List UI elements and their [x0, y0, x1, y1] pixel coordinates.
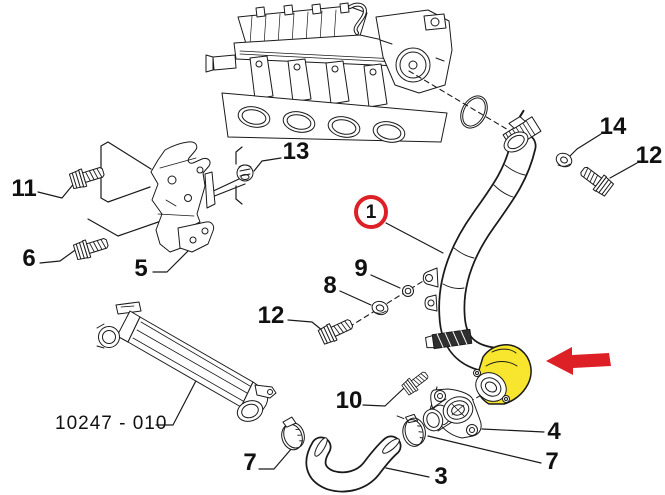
leader-lines: [37, 133, 638, 478]
grommet-13: [236, 164, 254, 182]
intercooler: [96, 301, 277, 422]
clamp-7-left: [281, 416, 305, 451]
red-arrow-icon: [546, 347, 611, 375]
highlighted-elbow-connector: [473, 344, 532, 405]
washer-8: [371, 300, 389, 316]
callout-1-label: 1: [365, 201, 377, 223]
callout-12-upper[interactable]: 12: [635, 142, 663, 169]
engine-illustration: [205, 2, 453, 143]
callout-7-left[interactable]: 7: [243, 449, 257, 476]
callout-10[interactable]: 10: [335, 387, 363, 414]
callout-13[interactable]: 13: [282, 138, 310, 165]
bolt-12-right: [576, 162, 615, 198]
washer-14: [555, 152, 573, 168]
callout-3[interactable]: 3: [434, 463, 448, 490]
hose-3: [305, 435, 402, 493]
nut-9: [402, 285, 414, 297]
hose-clamp-lower: [425, 328, 473, 350]
callout-14[interactable]: 14: [599, 113, 627, 140]
callout-1-circled[interactable]: 1: [354, 195, 388, 229]
mounting-bracket-5: [150, 141, 216, 253]
hose-clamp-top: [502, 109, 542, 153]
callout-11[interactable]: 11: [11, 175, 37, 202]
bolt-12-middle: [317, 314, 356, 346]
charge-air-hose-1: [422, 132, 537, 374]
outlet-flange-4: [422, 388, 482, 439]
bolt-10: [400, 368, 432, 397]
part-code-label: 10247 - 010: [55, 413, 168, 434]
o-ring-seal: [460, 95, 488, 129]
callout-9[interactable]: 9: [354, 255, 368, 282]
callout-7-right[interactable]: 7: [545, 448, 559, 475]
callout-6[interactable]: 6: [22, 245, 36, 272]
callout-5[interactable]: 5: [134, 255, 148, 282]
callout-4[interactable]: 4: [547, 418, 561, 445]
clamp-7-right: [396, 413, 426, 447]
bolt-6: [72, 233, 111, 262]
callout-8[interactable]: 8: [323, 272, 337, 299]
callout-12-mid[interactable]: 12: [257, 302, 285, 329]
bolt-11: [68, 162, 107, 191]
